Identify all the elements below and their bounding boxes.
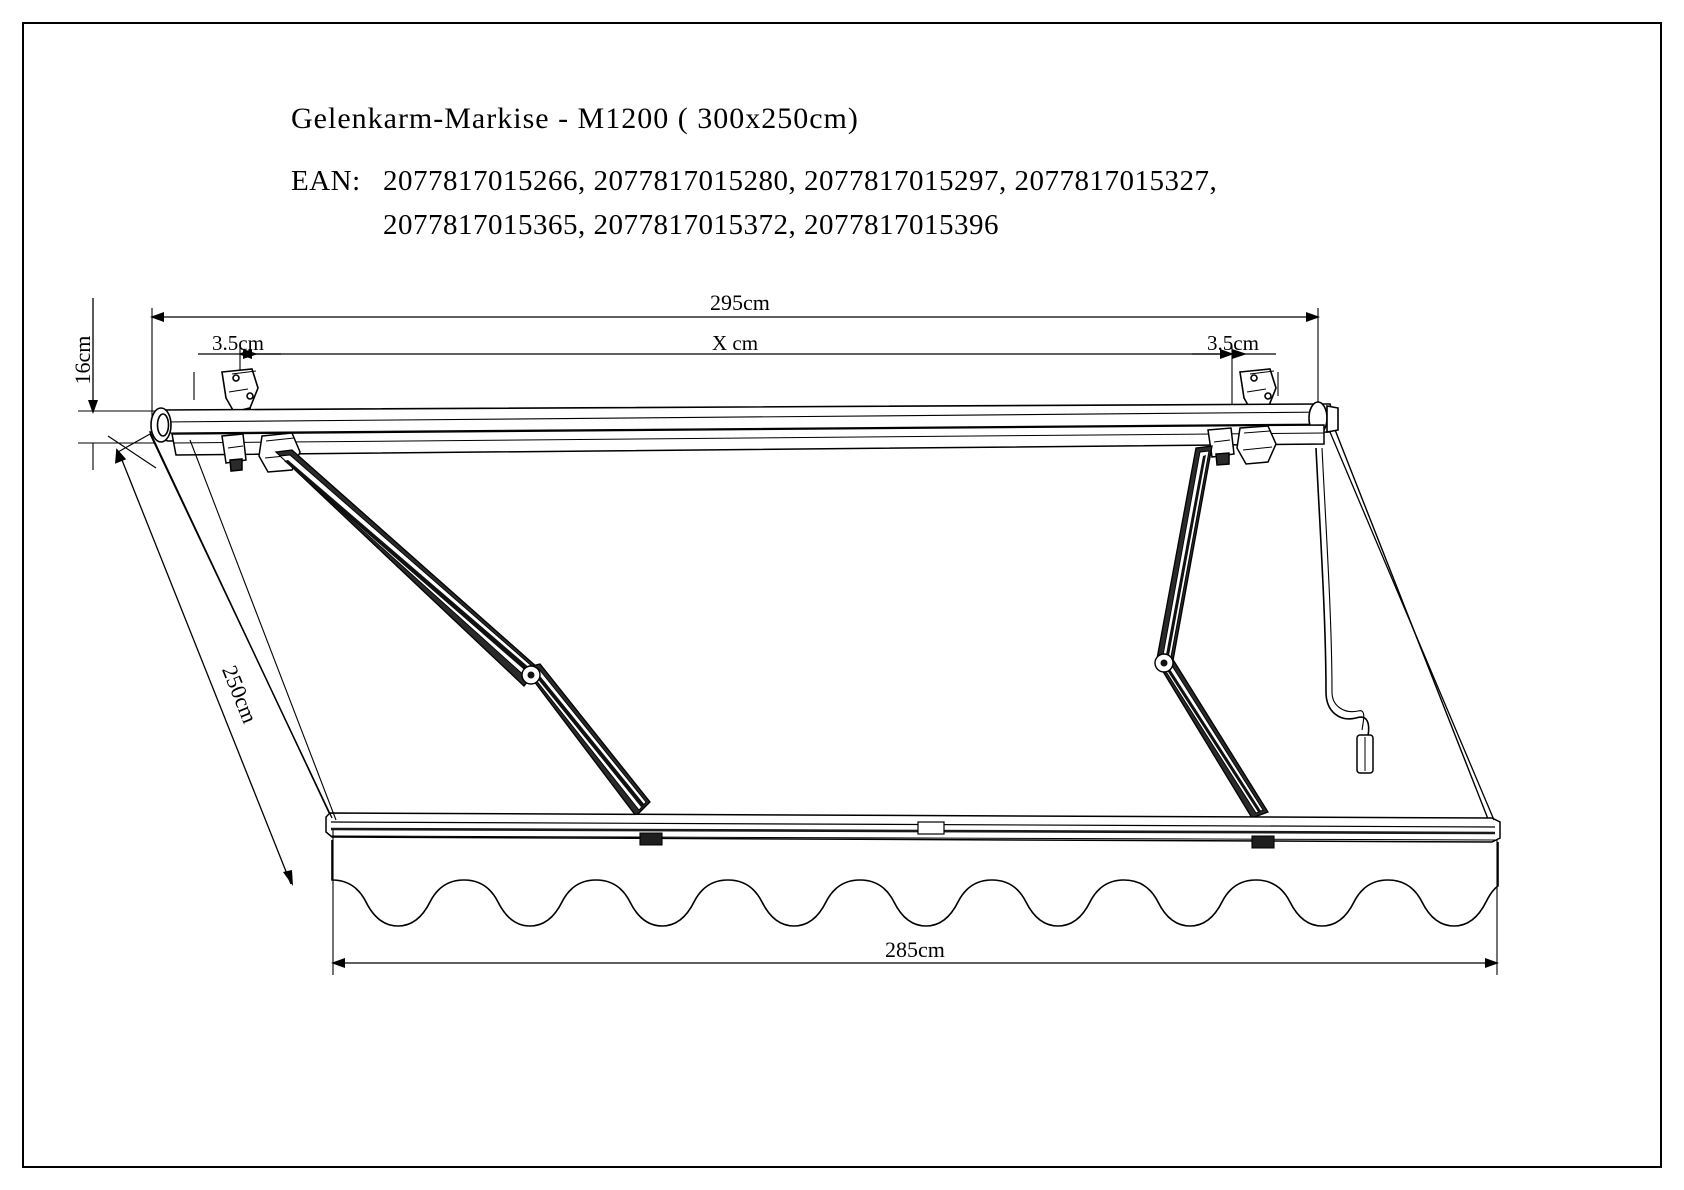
- dimension-295cm-label: 295cm: [710, 290, 770, 315]
- ean-label: EAN:: [291, 165, 361, 197]
- folding-arm-left: [274, 449, 651, 817]
- dimension-right-offset-label: 3.5cm: [1207, 331, 1259, 355]
- ean-line-2: 2077817015365, 2077817015372, 2077817015…: [383, 209, 999, 241]
- awning-fabric: [148, 416, 1492, 825]
- folding-arm-right: [1154, 445, 1269, 819]
- ean-line-1: 2077817015266, 2077817015280, 2077817015…: [383, 165, 1217, 197]
- dimension-285cm: [331, 830, 1499, 975]
- crank-handle: [1315, 447, 1374, 774]
- front-profile: [325, 812, 1501, 849]
- dimension-16cm-label: 16cm: [70, 336, 95, 385]
- arm-mount-right: [1207, 425, 1277, 466]
- dimension-x-span-label: X cm: [712, 331, 758, 355]
- dimension-left-offset-label: 3.5cm: [212, 331, 264, 355]
- support-bar: [171, 424, 1325, 456]
- drawing-border-frame: [22, 22, 1662, 1168]
- scalloped-valance: [331, 840, 1499, 927]
- dimension-bracket-row: [193, 346, 1279, 436]
- dimension-285cm-label: 285cm: [885, 937, 945, 962]
- dimension-250cm: [107, 433, 337, 886]
- fabric-edge-lines: [149, 431, 1495, 821]
- product-title: Gelenkarm-Markise - M1200 ( 300x250cm): [291, 102, 859, 135]
